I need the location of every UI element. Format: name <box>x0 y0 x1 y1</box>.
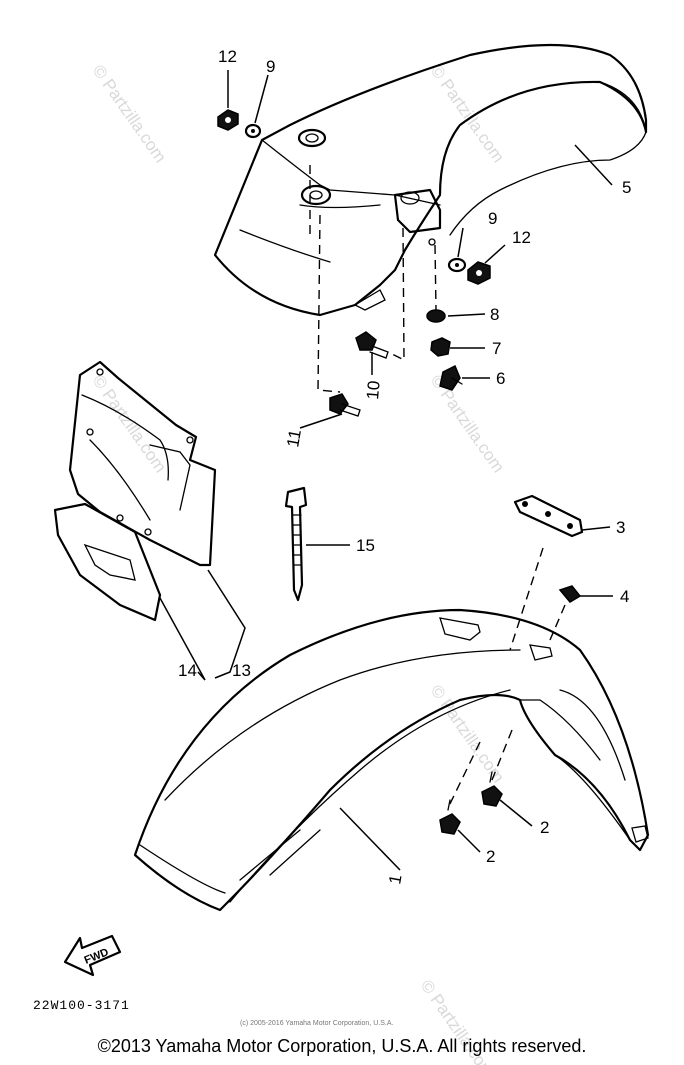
rear-fender <box>213 43 648 317</box>
front-fender-stay <box>513 494 584 538</box>
footer-copyright: ©2013 Yamaha Motor Corporation, U.S.A. A… <box>97 1036 587 1056</box>
number-plate <box>53 360 217 622</box>
callout-7: 7 <box>492 339 501 358</box>
small-copyright: (c) 2005-2016 Yamaha Motor Corporation, … <box>240 1020 393 1027</box>
callout-11: 11 <box>283 428 305 449</box>
callout-6: 6 <box>496 369 505 388</box>
leader-lines <box>159 70 613 871</box>
cable-tie <box>284 486 308 602</box>
watermark: © Partzilla.com <box>427 61 508 166</box>
callout-4: 4 <box>620 587 629 606</box>
callout-9: 9 <box>488 209 497 228</box>
callout-3: 3 <box>616 518 625 537</box>
callout-5: 5 <box>622 178 631 197</box>
alignment-lines <box>309 165 566 809</box>
callout-15: 15 <box>356 536 375 555</box>
watermark-group: © Partzilla.com © Partzilla.com © Partzi… <box>89 61 508 1065</box>
callout-13: 13 <box>232 661 251 680</box>
diagram-code: 22W100-3171 <box>33 998 130 1013</box>
front-fender <box>133 608 650 912</box>
callout-8: 8 <box>490 305 499 324</box>
callout-12: 12 <box>512 228 531 247</box>
callout-10: 10 <box>363 380 384 401</box>
watermark: © Partzilla.com <box>427 681 508 786</box>
fwd-arrow: FWD <box>63 934 122 977</box>
callout-2: 2 <box>486 847 495 866</box>
callouts: 12 9 5 9 12 8 7 6 10 11 3 15 4 14 13 2 2… <box>178 47 631 886</box>
callout-9: 9 <box>266 57 275 76</box>
callout-14: 14 <box>178 661 197 680</box>
rear-fender-hardware <box>217 109 491 417</box>
callout-2: 2 <box>540 818 549 837</box>
speed-nut <box>558 585 582 603</box>
fender-bolts <box>439 771 503 835</box>
callout-12: 12 <box>218 47 237 66</box>
watermark: © Partzilla.com <box>89 61 170 166</box>
fwd-arrow-label: FWD <box>83 946 111 967</box>
callout-1: 1 <box>385 873 405 886</box>
